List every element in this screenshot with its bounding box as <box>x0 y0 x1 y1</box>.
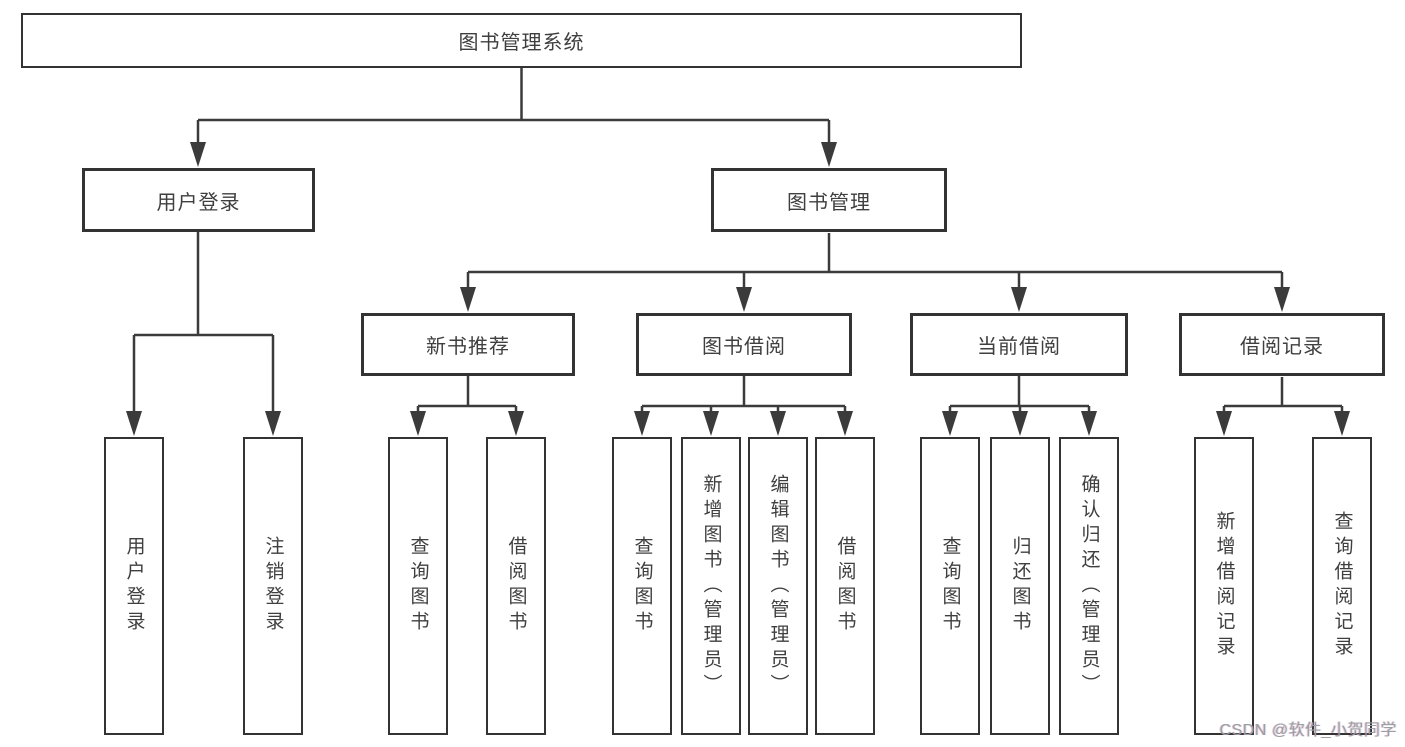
leaf-query-borrow-record: 查询借阅记录 <box>1312 437 1372 735</box>
arrowhead-icons <box>126 142 1350 436</box>
node-label: 查询图书 <box>631 536 653 636</box>
node-library-management-system: 图书管理系统 <box>21 13 1022 68</box>
leaf-borrow-books-recommend: 借阅图书 <box>486 437 546 735</box>
leaf-query-books-borrowing: 查询图书 <box>612 437 672 735</box>
node-label: 用户登录 <box>123 536 145 636</box>
node-book-management: 图书管理 <box>711 168 947 232</box>
node-current-borrowing: 当前借阅 <box>910 313 1128 376</box>
leaf-user-login: 用户登录 <box>104 437 164 735</box>
node-label: 新增借阅记录 <box>1213 511 1235 661</box>
leaf-add-borrow-record: 新增借阅记录 <box>1194 437 1254 735</box>
node-label: 新书推荐 <box>426 336 510 358</box>
tree-edges <box>132 68 1344 416</box>
leaf-logout: 注销登录 <box>243 437 303 735</box>
leaf-edit-book-admin: 编辑图书（管理员） <box>748 437 808 735</box>
node-label: 归还图书 <box>1009 536 1031 636</box>
node-label: 当前借阅 <box>977 336 1061 358</box>
leaf-query-books-recommend: 查询图书 <box>388 437 448 735</box>
node-label: 图书借阅 <box>702 336 786 358</box>
node-label: 图书管理系统 <box>458 32 585 54</box>
node-label: 借阅记录 <box>1240 336 1324 358</box>
node-borrowing-records: 借阅记录 <box>1179 313 1385 376</box>
node-label: 新增图书（管理员） <box>700 473 722 699</box>
leaf-add-book-admin: 新增图书（管理员） <box>681 437 741 735</box>
leaf-confirm-return-admin: 确认归还（管理员） <box>1059 437 1119 735</box>
csdn-watermark: CSDN @软件_小贺同学 <box>1219 722 1397 739</box>
leaf-borrow-books-borrowing: 借阅图书 <box>815 437 875 735</box>
node-label: 编辑图书（管理员） <box>767 473 789 699</box>
node-label: 确认归还（管理员） <box>1078 473 1100 699</box>
leaf-return-books: 归还图书 <box>990 437 1050 735</box>
node-label: 借阅图书 <box>834 536 856 636</box>
leaf-query-books-current: 查询图书 <box>920 437 980 735</box>
node-label: 图书管理 <box>787 191 871 214</box>
node-label: 注销登录 <box>262 536 284 636</box>
node-user-login: 用户登录 <box>82 168 315 232</box>
node-label: 查询借阅记录 <box>1331 511 1353 661</box>
node-label: 用户登录 <box>156 191 241 214</box>
node-label: 查询图书 <box>939 536 961 636</box>
node-label: 查询图书 <box>407 536 429 636</box>
node-book-borrowing: 图书借阅 <box>636 313 852 376</box>
node-new-book-recommendation: 新书推荐 <box>361 313 575 376</box>
node-label: 借阅图书 <box>505 536 527 636</box>
